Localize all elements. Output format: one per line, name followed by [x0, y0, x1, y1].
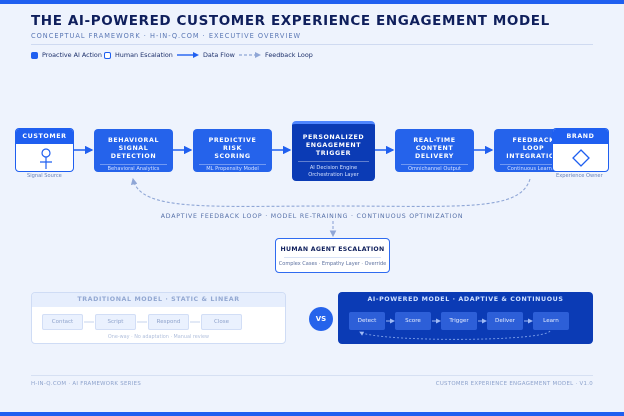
legend-label: Data Flow: [203, 51, 235, 59]
ai-arrows: [359, 318, 551, 340]
solid-arrow-icon: [177, 52, 199, 58]
page-subtitle: CONCEPTUAL FRAMEWORK · H-IN-Q.COM · EXEC…: [31, 32, 302, 40]
diamond-icon: [572, 149, 590, 167]
node-divider: [500, 164, 567, 165]
customer-caption: Signal Source: [27, 173, 62, 179]
node-subtitle: Continuous Learning: [507, 166, 560, 172]
node-divider: [401, 164, 468, 165]
ai-step: Detect: [349, 312, 385, 330]
header-divider: [31, 44, 593, 45]
legend-human-escalation: Human Escalation: [104, 50, 173, 60]
traditional-step: Script: [95, 314, 136, 330]
footer-divider: [31, 375, 593, 376]
customer-label: CUSTOMER: [16, 129, 73, 144]
legend-label: Feedback Loop: [265, 51, 313, 59]
traditional-arrows: [84, 321, 200, 323]
outlined-square-icon: [104, 51, 111, 59]
traditional-step: Close: [201, 314, 242, 330]
human-subtitle: Complex Cases · Empathy Layer · Override: [278, 261, 387, 267]
traditional-footer: One-way · No adaptation · Manual review: [107, 334, 210, 340]
legend-feedback-loop: Feedback Loop: [239, 50, 313, 60]
brand-node[interactable]: BRAND: [552, 128, 609, 172]
page-title: THE AI-POWERED CUSTOMER EXPERIENCE ENGAG…: [31, 13, 550, 29]
traditional-model-panel: TRADITIONAL MODEL · STATIC & LINEAR Cont…: [31, 292, 286, 344]
traditional-title: TRADITIONAL MODEL · STATIC & LINEAR: [32, 293, 285, 307]
flow-connectors: [74, 145, 531, 238]
node-divider: [199, 164, 266, 165]
ai-model-panel: AI-POWERED MODEL · ADAPTIVE & CONTINUOUS…: [338, 292, 593, 344]
ai-title: AI-POWERED MODEL · ADAPTIVE & CONTINUOUS: [367, 296, 564, 303]
bottom-accent-bar: [0, 412, 624, 416]
node-divider: [298, 161, 369, 162]
ai-step: Trigger: [441, 312, 477, 330]
node-subtitle: AI Decision Engine: [309, 165, 358, 171]
feedback-loop-curve: [130, 177, 531, 207]
node-divider: [100, 164, 167, 165]
customer-node[interactable]: CUSTOMER: [15, 128, 74, 172]
brand-caption: Experience Owner: [556, 173, 603, 179]
ai-step: Learn: [533, 312, 569, 330]
feedback-loop-caption: ADAPTIVE FEEDBACK LOOP · MODEL RE-TRAINI…: [160, 213, 464, 220]
person-icon: [40, 148, 52, 169]
human-divider: [284, 257, 381, 258]
node-subtitle: Orchestration Layer: [308, 172, 359, 178]
vs-badge: VS: [309, 307, 333, 331]
traditional-step: Contact: [42, 314, 83, 330]
footer-left: H-IN-Q.COM · AI FRAMEWORK SERIES: [31, 381, 142, 387]
legend-label: Proactive AI Action: [42, 51, 102, 59]
brand-label: BRAND: [553, 129, 608, 144]
dashed-arrow-icon: [239, 52, 261, 58]
node-subtitle: Omnichannel Output: [407, 166, 462, 172]
legend-label: Human Escalation: [115, 51, 173, 59]
node-subtitle: Behavioral Analytics: [107, 166, 160, 172]
legend-data-flow: Data Flow: [177, 50, 235, 60]
legend-proactive-ai: Proactive AI Action: [31, 50, 102, 60]
traditional-step: Respond: [148, 314, 189, 330]
ai-step: Score: [395, 312, 431, 330]
human-title: HUMAN AGENT ESCALATION: [280, 246, 385, 253]
human-agent-escalation-box[interactable]: HUMAN AGENT ESCALATION Complex Cases · E…: [275, 238, 390, 273]
filled-square-icon: [31, 51, 38, 59]
ai-step: Deliver: [487, 312, 523, 330]
top-accent-bar: [0, 0, 624, 4]
node-subtitle: ML Propensity Model: [206, 166, 259, 172]
footer-right: CUSTOMER EXPERIENCE ENGAGEMENT MODEL · V…: [435, 381, 593, 387]
